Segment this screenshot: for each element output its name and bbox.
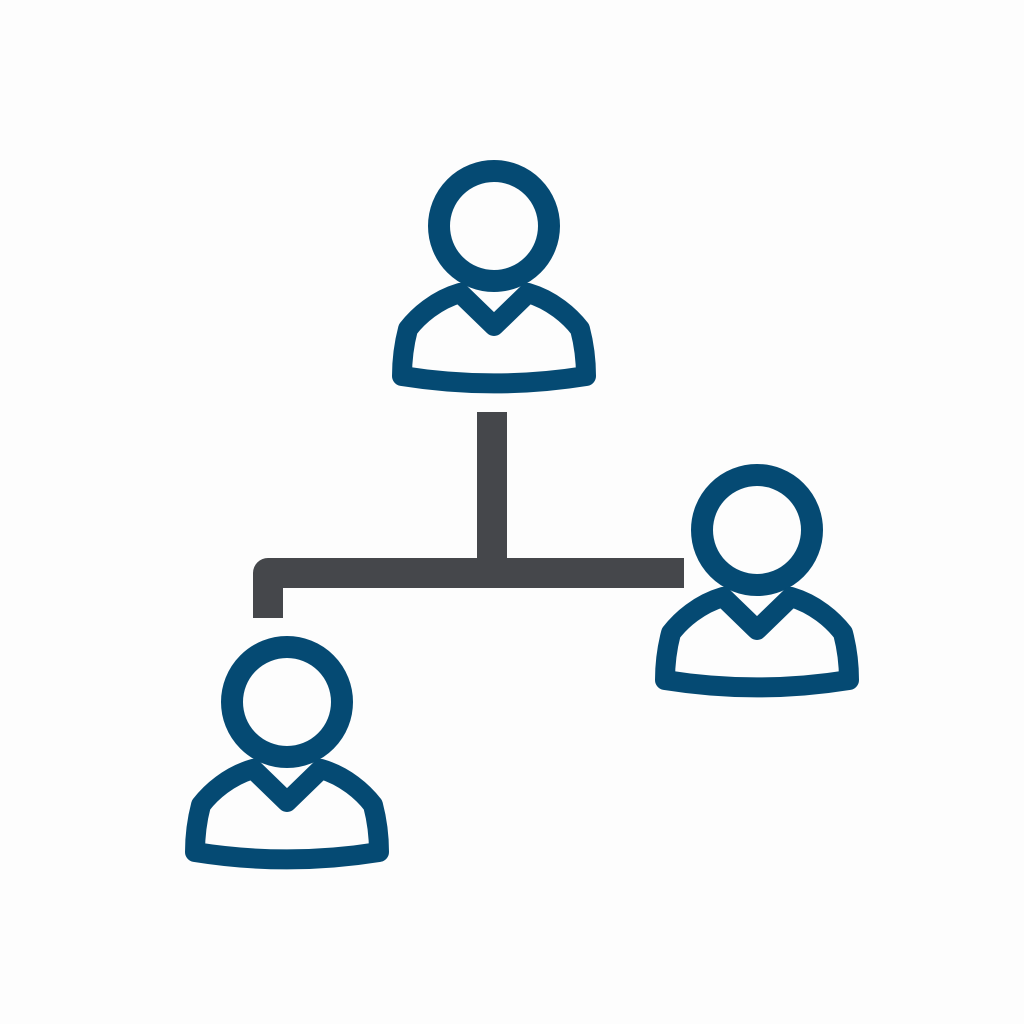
person-head bbox=[428, 160, 560, 292]
person-head bbox=[691, 464, 823, 596]
connector-line bbox=[253, 412, 684, 618]
connector-lines bbox=[253, 412, 684, 618]
person-icon bbox=[185, 636, 389, 870]
person-body bbox=[655, 587, 859, 698]
person-head bbox=[221, 636, 353, 768]
person-icon bbox=[655, 464, 859, 698]
person-icon bbox=[392, 160, 596, 394]
person-body bbox=[185, 759, 389, 870]
person-body bbox=[392, 283, 596, 394]
